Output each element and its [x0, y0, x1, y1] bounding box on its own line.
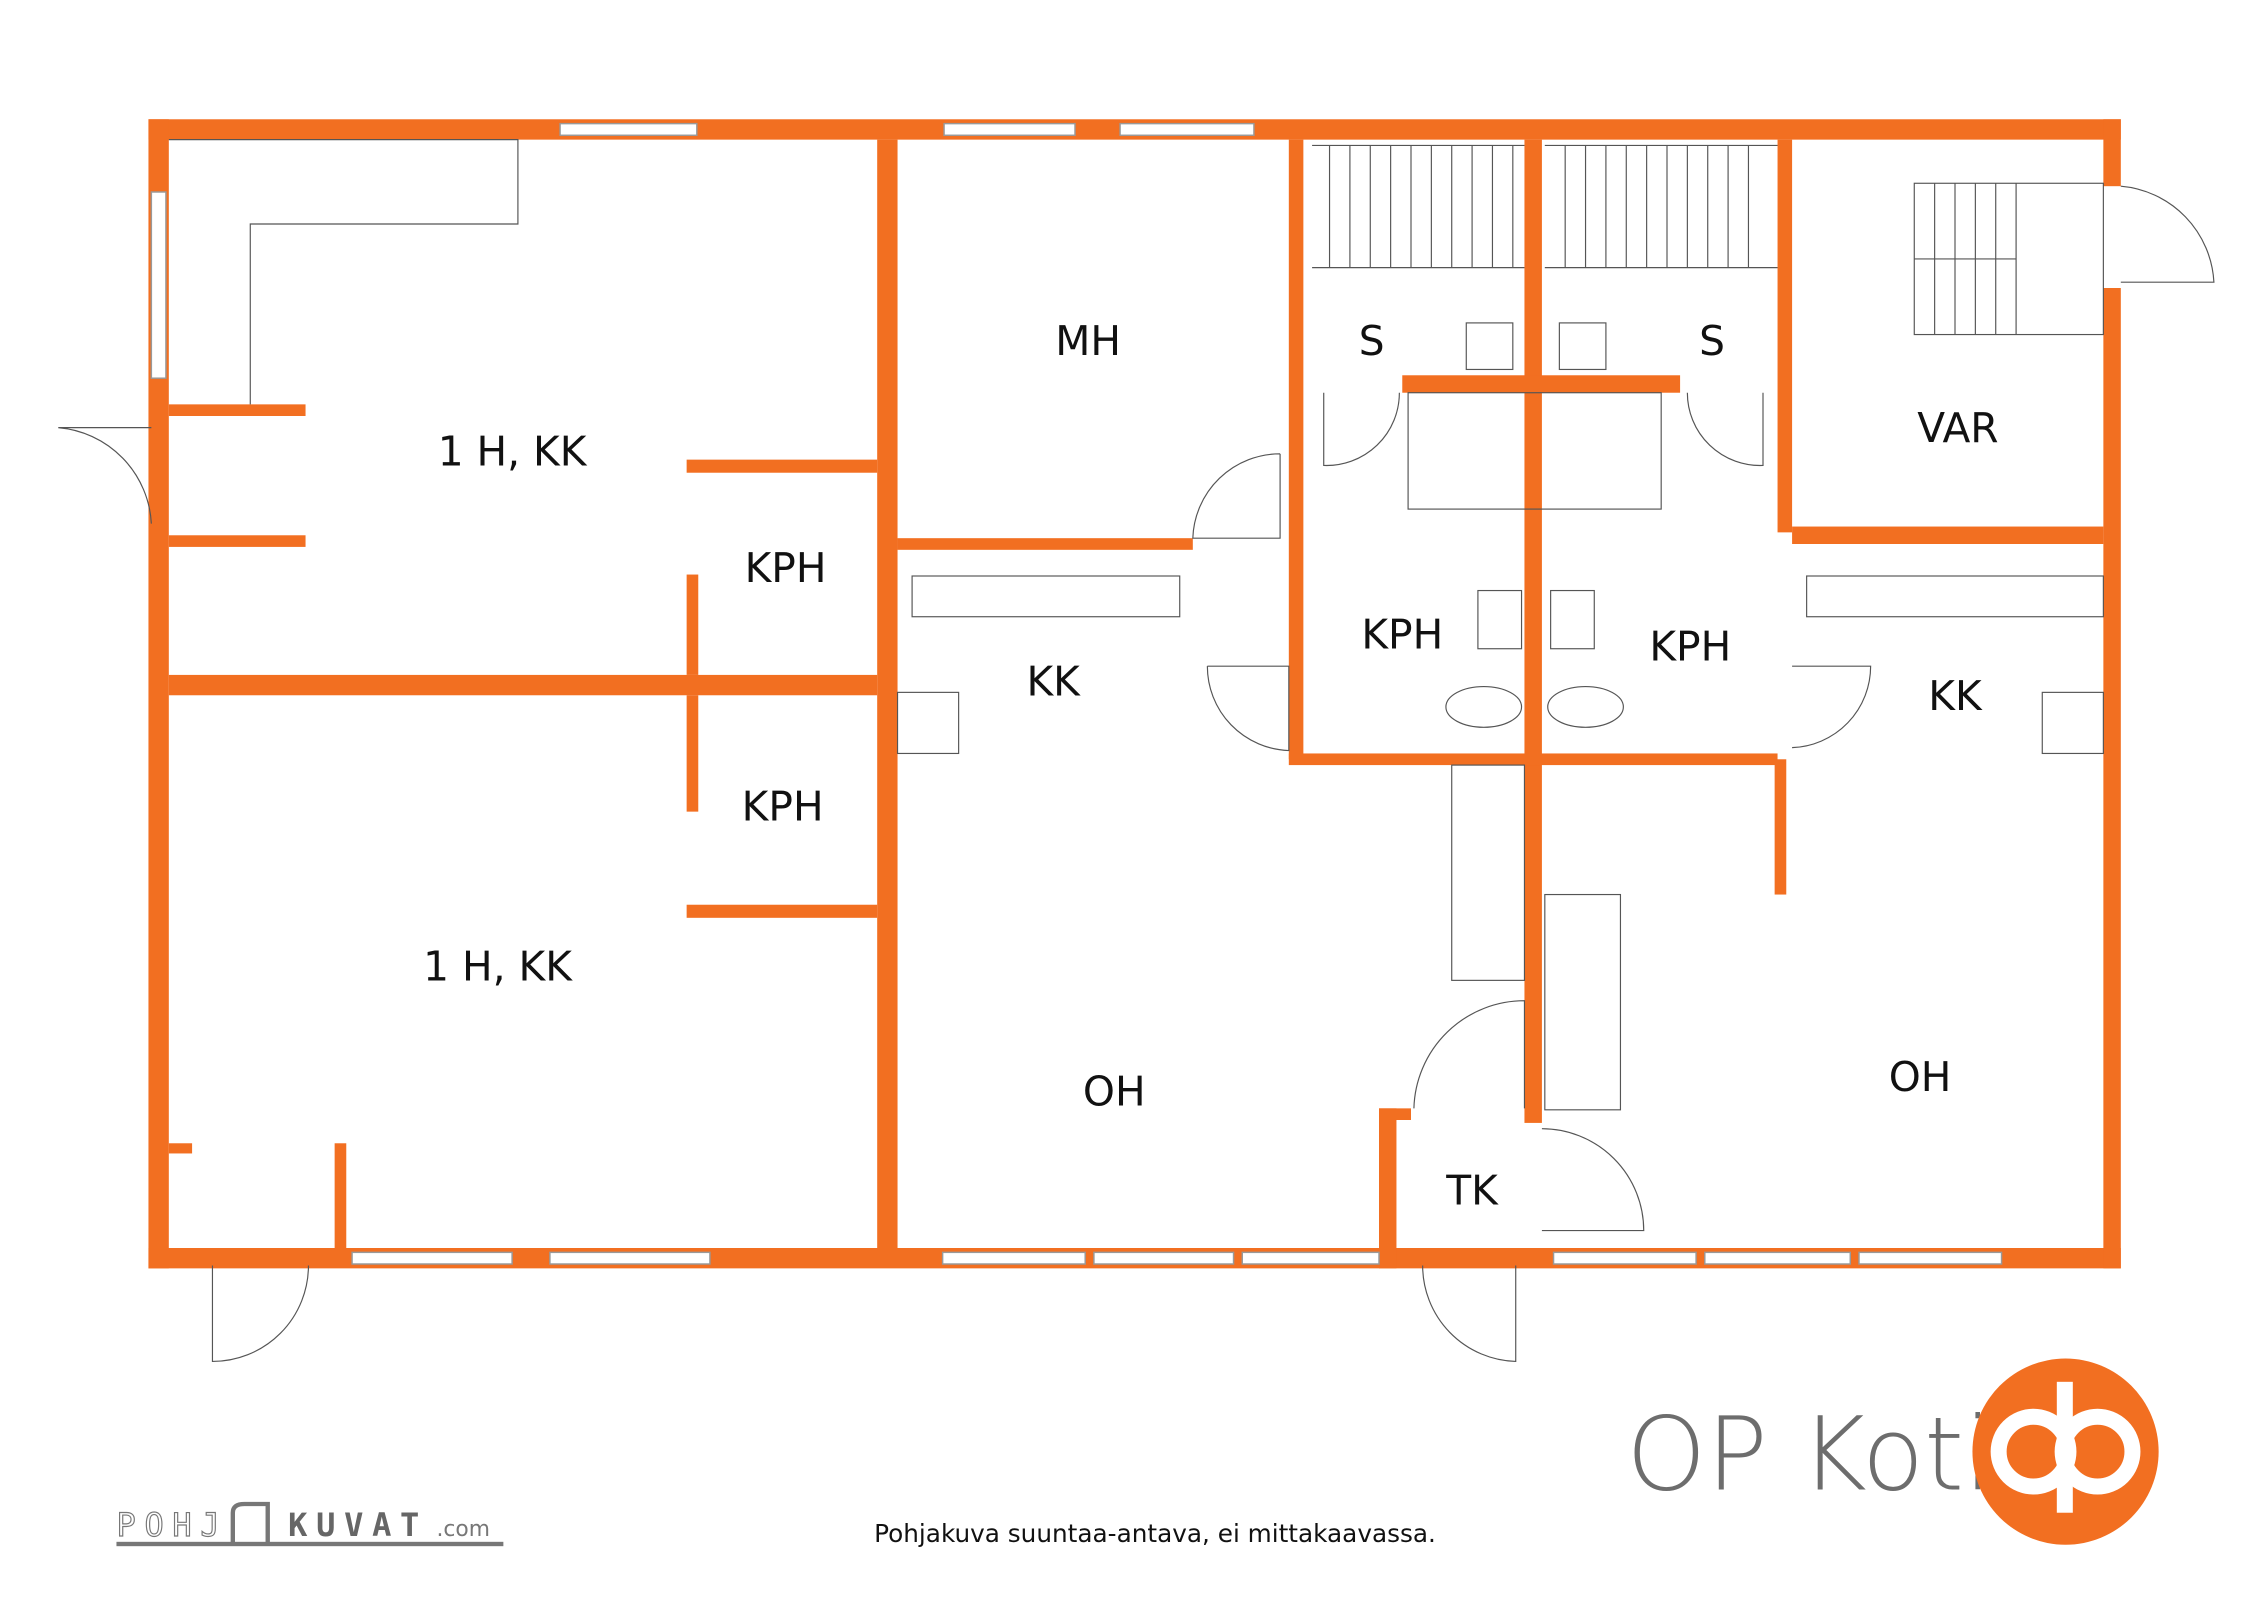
room-labels: 1 H, KK 1 H, KK KPH KPH MH KK OH S S KPH… — [423, 317, 1998, 1214]
room-label-kph-1: KPH — [745, 544, 827, 592]
room-label-studio-bottom: 1 H, KK — [423, 942, 573, 990]
pohjakuvat-logo-right: KUVAT — [288, 1506, 428, 1544]
pohjakuvat-logo-left: POHJ — [116, 1506, 228, 1544]
room-label-oh-right: OH — [1889, 1053, 1952, 1101]
room-label-kk-left: KK — [1026, 657, 1081, 705]
room-label-oh-left: OH — [1083, 1067, 1146, 1115]
room-label-s-right: S — [1699, 317, 1725, 365]
room-label-kph-3: KPH — [1361, 611, 1443, 659]
op-koti-brand: OP Koti — [1626, 1395, 1992, 1514]
fixtures — [58, 139, 2215, 1363]
room-label-kph-2: KPH — [742, 782, 824, 830]
room-label-kk-right: KK — [1928, 672, 1983, 720]
windows — [150, 122, 2003, 1265]
pohjakuvat-logo-domain: .com — [436, 1517, 489, 1542]
room-label-kph-4: KPH — [1649, 622, 1731, 670]
op-logo — [1972, 1358, 2159, 1545]
room-label-studio-top: 1 H, KK — [438, 427, 588, 475]
room-label-tk: TK — [1445, 1166, 1499, 1214]
pohjakuvat-logo: POHJ KUVAT .com — [116, 1501, 504, 1547]
room-label-mh: MH — [1055, 317, 1121, 365]
room-label-var: VAR — [1917, 404, 1998, 452]
disclaimer-note: Pohjakuva suuntaa-antava, ei mittakaavas… — [874, 1519, 1436, 1548]
room-label-s-left: S — [1359, 317, 1385, 365]
footer: Pohjakuva suuntaa-antava, ei mittakaavas… — [116, 1358, 2159, 1548]
